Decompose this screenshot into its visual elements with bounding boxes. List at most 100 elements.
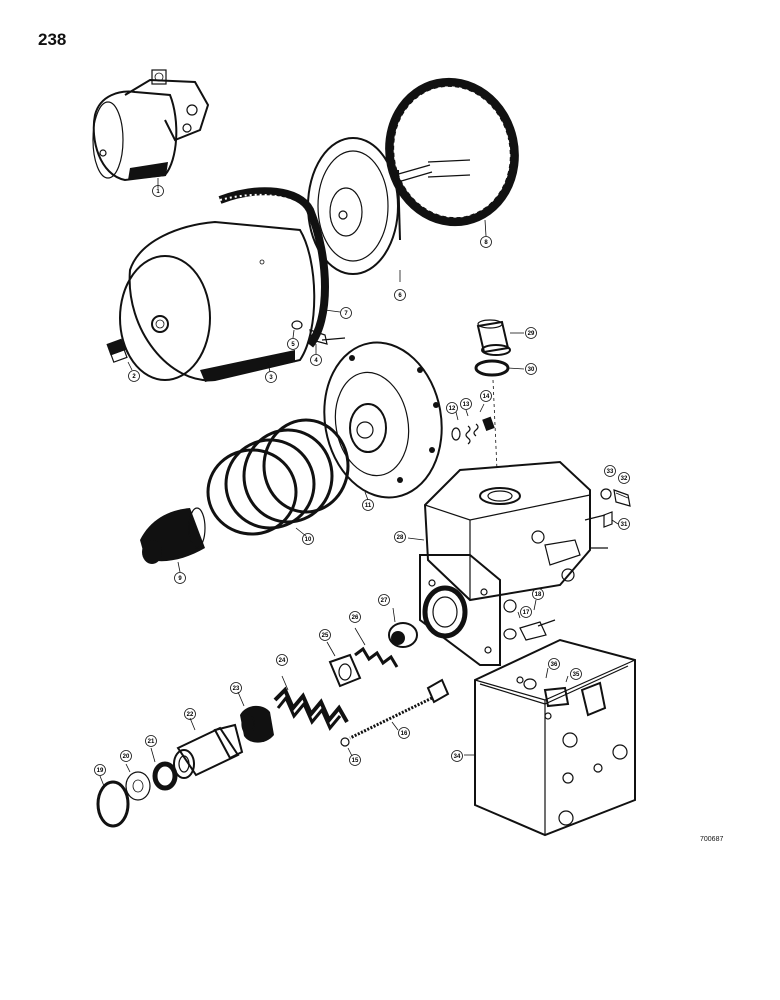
callout-1: 1 [152, 185, 164, 197]
svg-text:27: 27 [381, 598, 388, 604]
svg-text:20: 20 [123, 754, 130, 760]
svg-text:2: 2 [132, 374, 136, 380]
callout-9: 9 [174, 572, 186, 584]
callout-22: 22 [184, 708, 196, 720]
part-27-seal-cap [388, 607, 418, 648]
callout-21: 21 [145, 735, 157, 747]
callout-27: 27 [378, 594, 390, 606]
part-7-gasket [218, 187, 341, 348]
part-25-retainer [326, 641, 362, 688]
part-17-18-bolt-washer [503, 599, 556, 641]
svg-text:19: 19 [97, 768, 104, 774]
callout-13: 13 [460, 398, 472, 410]
svg-text:36: 36 [551, 662, 558, 668]
svg-text:28: 28 [397, 535, 404, 541]
svg-text:29: 29 [528, 331, 535, 337]
callout-12: 12 [446, 402, 458, 414]
part-11-end-plate [323, 341, 443, 501]
part-9-boot [140, 507, 206, 573]
part-23-cup [237, 691, 274, 743]
callout-30: 30 [525, 363, 537, 375]
callout-14: 14 [480, 390, 492, 402]
svg-text:5: 5 [291, 342, 295, 348]
svg-text:31: 31 [621, 522, 628, 528]
callout-31: 31 [618, 518, 630, 530]
svg-text:22: 22 [187, 712, 194, 718]
part-21-seal [150, 747, 178, 791]
svg-text:9: 9 [178, 576, 182, 582]
svg-text:21: 21 [148, 739, 155, 745]
part-31-32-33-fittings [600, 488, 631, 528]
svg-text:4: 4 [314, 358, 318, 364]
callout-2: 2 [128, 370, 140, 382]
svg-text:11: 11 [365, 503, 372, 509]
callout-20: 20 [120, 750, 132, 762]
callout-6: 6 [394, 289, 406, 301]
callout-17: 17 [520, 606, 532, 618]
callout-23: 23 [230, 682, 242, 694]
svg-text:16: 16 [401, 731, 408, 737]
svg-text:7: 7 [344, 311, 348, 317]
callout-25: 25 [319, 629, 331, 641]
part-19-snap-ring [96, 775, 130, 828]
part-28-valve-body [407, 460, 608, 666]
part-29-30-cap-seal [474, 319, 525, 471]
callout-29: 29 [525, 327, 537, 339]
callout-24: 24 [276, 654, 288, 666]
part-1-assembly [92, 69, 210, 188]
callout-36: 36 [548, 658, 560, 670]
part-35-36-bolt-washer [523, 667, 570, 708]
callout-7: 7 [340, 307, 352, 319]
callout-10: 10 [302, 533, 314, 545]
callout-19: 19 [94, 764, 106, 776]
part-10-coil-spring [206, 418, 350, 537]
part-22-plunger [173, 717, 244, 779]
svg-text:33: 33 [607, 469, 614, 475]
part-20-washer [125, 763, 151, 801]
svg-text:13: 13 [463, 402, 470, 408]
svg-text:10: 10 [305, 537, 312, 543]
svg-text:15: 15 [352, 758, 359, 764]
callout-34: 34 [451, 750, 463, 762]
svg-text:23: 23 [233, 686, 240, 692]
svg-text:12: 12 [449, 406, 456, 412]
part-24-large-spring [273, 675, 349, 731]
part-26-small-spring [354, 627, 399, 668]
callout-33: 33 [604, 465, 616, 477]
part-34-lower-block [464, 638, 636, 837]
callout-8: 8 [480, 236, 492, 248]
part-3-cylinder-housing [119, 220, 316, 382]
callout-28: 28 [394, 531, 406, 543]
callout-26: 26 [349, 611, 361, 623]
svg-text:1: 1 [156, 189, 160, 195]
part-8-o-ring [385, 77, 519, 237]
svg-text:6: 6 [398, 293, 402, 299]
svg-text:17: 17 [523, 610, 530, 616]
figure-reference-code: 700687 [700, 836, 724, 843]
svg-text:18: 18 [535, 592, 542, 598]
callout-3: 3 [265, 371, 277, 383]
callout-16: 16 [398, 727, 410, 739]
page-number: 238 [38, 30, 67, 49]
callout-35: 35 [570, 668, 582, 680]
svg-text:25: 25 [322, 633, 329, 639]
svg-text:34: 34 [454, 754, 461, 760]
callout-11: 11 [362, 499, 374, 511]
part-16-15-long-bolt [340, 678, 450, 757]
callout-5: 5 [287, 338, 299, 350]
callouts: 1 2 3 4 5 6 7 8 9 10 11 12 13 14 15 16 1… [94, 185, 630, 776]
callout-4: 4 [310, 354, 322, 366]
part-6-diaphragm-piston [307, 137, 471, 282]
part-4-5-bolt-washer [291, 320, 346, 354]
callout-15: 15 [349, 754, 361, 766]
svg-text:3: 3 [269, 375, 273, 381]
part-12-13-14-small-parts [451, 403, 495, 445]
callout-18: 18 [532, 588, 544, 600]
svg-text:8: 8 [484, 240, 488, 246]
part-2-plug [106, 338, 133, 371]
svg-text:26: 26 [352, 615, 359, 621]
svg-text:32: 32 [621, 476, 628, 482]
svg-text:30: 30 [528, 367, 535, 373]
callout-32: 32 [618, 472, 630, 484]
